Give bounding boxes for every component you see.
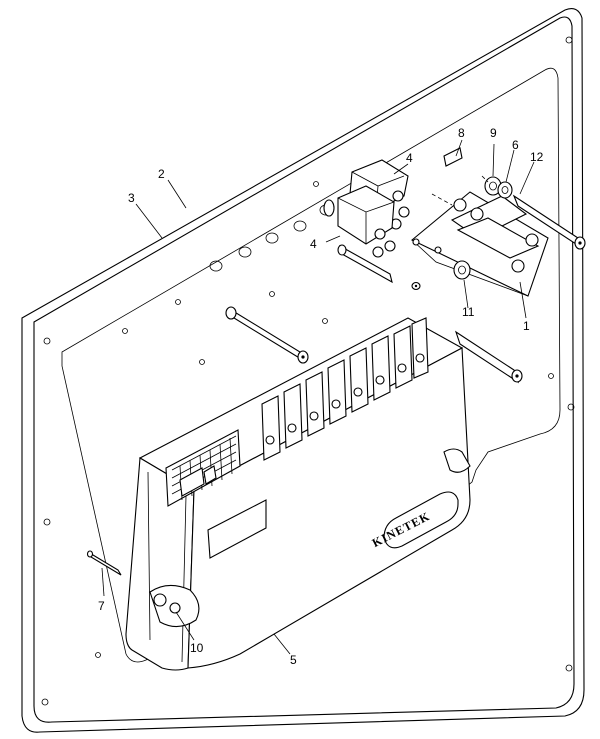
callout-8: 8 <box>458 126 465 140</box>
callout-4-lower: 4 <box>310 237 317 251</box>
standoff-bolt-left <box>225 306 309 364</box>
callout-10: 10 <box>190 641 204 655</box>
callout-4-upper: 4 <box>406 151 413 165</box>
standoff-item-12 <box>512 194 586 250</box>
washer-item-6 <box>497 181 513 199</box>
callout-7: 7 <box>98 599 105 613</box>
callout-6: 6 <box>512 138 519 152</box>
callout-labels: 2 3 4 4 8 9 6 12 1 11 7 10 5 <box>98 126 544 667</box>
callout-2: 2 <box>158 167 165 181</box>
callout-3: 3 <box>128 191 135 205</box>
plate-nut <box>411 281 421 291</box>
washer-item-9 <box>484 176 502 196</box>
nut-item-11 <box>453 260 471 280</box>
controller-housing: KINETEK <box>125 317 471 671</box>
standoff-bolt-right <box>454 330 523 384</box>
callout-9: 9 <box>490 126 497 140</box>
callout-11: 11 <box>462 305 475 319</box>
pin-item-7 <box>86 550 122 576</box>
socket-item-10 <box>149 584 200 628</box>
contactor-lower <box>323 185 396 284</box>
callout-12: 12 <box>530 150 544 164</box>
callout-1: 1 <box>523 319 530 333</box>
switch-bracket-assembly <box>410 191 549 297</box>
leader-lines <box>101 139 535 655</box>
callout-5: 5 <box>290 653 297 667</box>
terminal-posts <box>261 317 429 461</box>
